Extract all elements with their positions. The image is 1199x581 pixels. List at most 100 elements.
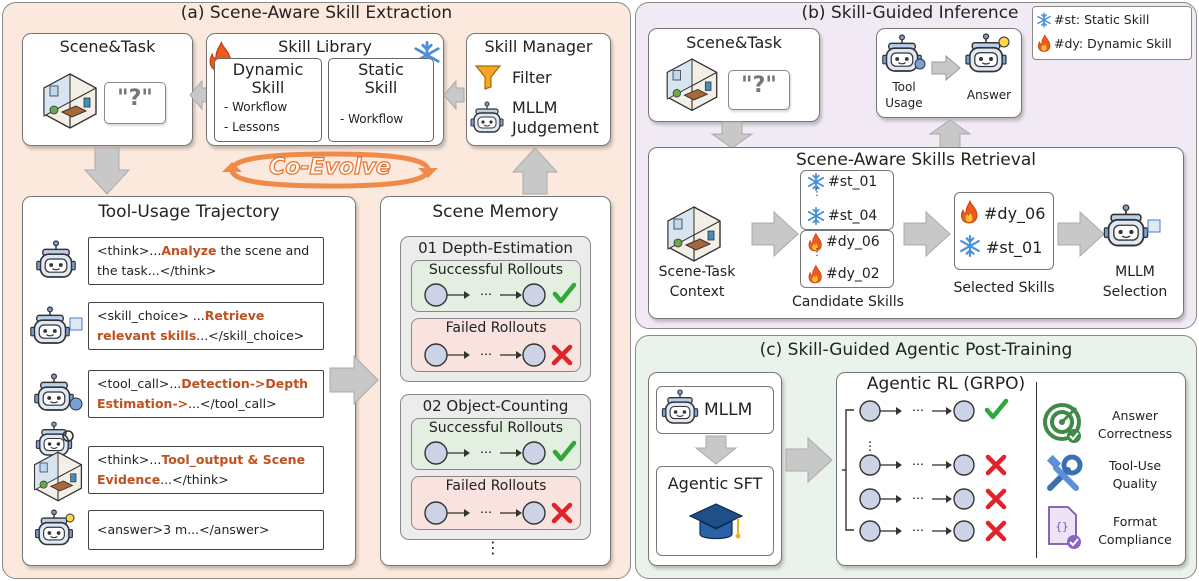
scene-task-context-label-1: Scene-Task	[658, 264, 736, 280]
rollout-chain-fail: ⋯	[424, 343, 580, 367]
memory-group-title: 01 Depth-Estimation	[418, 239, 573, 257]
inference-scene-task-title: Scene&Task	[686, 33, 782, 52]
agentic-rl-title: Agentic RL (GRPO)	[866, 374, 1026, 394]
tool-call-robot-icon	[33, 373, 83, 411]
static-skill-card	[328, 58, 434, 142]
svg-text:⋮: ⋮	[864, 439, 876, 453]
answer-label: Answer	[966, 88, 1012, 102]
question-card	[104, 82, 166, 124]
trajectory-step-evidence: <think>...Tool_output & Scene Evidence..…	[88, 446, 324, 494]
question-mark: "?"	[117, 86, 153, 111]
svg-text:{}: {}	[1055, 520, 1068, 533]
svg-text:⋯: ⋯	[480, 287, 492, 301]
rewards-divider	[1036, 382, 1037, 558]
panel-c-title: (c) Skill-Guided Agentic Post-Training	[759, 340, 1073, 360]
selected-skills-label: Selected Skills	[953, 280, 1055, 296]
trajectory-step-skill-choice: <skill_choice> ...Retrieve relevant skil…	[88, 302, 324, 350]
candidate-skill: #st_04	[828, 208, 878, 224]
arrow-down-to-retrieval	[710, 121, 754, 149]
arrow-to-mllm-selection	[1057, 210, 1105, 258]
tool-usage-robot-icon	[881, 34, 926, 72]
arrow-to-candidates	[751, 210, 799, 258]
trajectory-step-tool-call: <tool_call>...Detection->Depth Estimatio…	[88, 370, 324, 418]
tools-icon	[1046, 454, 1083, 491]
reward-label: Compliance	[1098, 532, 1172, 547]
observation-robot-icon	[35, 421, 74, 456]
legend-dynamic: #dy: Dynamic Skill	[1054, 36, 1172, 51]
trajectory-title: Tool-Usage Trajectory	[98, 202, 280, 222]
scene-memory-title: Scene Memory	[432, 202, 559, 222]
candidate-dots: ⋮	[812, 247, 822, 258]
candidate-dots: ⋮	[812, 187, 822, 198]
svg-text:⋯: ⋯	[480, 445, 492, 459]
candidate-skill: #st_01	[828, 174, 878, 190]
arrow-up-to-tool-usage	[928, 119, 972, 149]
mllm-robot-icon	[661, 389, 699, 424]
scene-context-room-icon	[667, 206, 721, 262]
legend-static: #st: Static Skill	[1054, 12, 1150, 27]
svg-text:⋯: ⋯	[480, 505, 492, 519]
successful-rollouts-label: Successful Rollouts	[428, 420, 564, 436]
candidate-skills-label: Candidate Skills	[792, 294, 904, 310]
svg-text:⋯: ⋯	[912, 403, 924, 417]
dynamic-skill-item: - Workflow	[224, 100, 288, 114]
agentic-rl-box	[836, 372, 1186, 566]
skill-library-title: Skill Library	[278, 37, 372, 56]
svg-text:⋯: ⋯	[480, 347, 492, 361]
legend-box	[1032, 6, 1192, 60]
tool-usage-label-1: Tool	[892, 80, 916, 94]
arrow-to-skill-library	[443, 79, 465, 111]
fire-icon	[808, 264, 822, 284]
successful-rollouts-label: Successful Rollouts	[428, 262, 564, 278]
rollout-group: ⋯ ⋮ ⋯ ⋯ ⋯	[842, 396, 1042, 542]
legend-snowflake-icon	[1037, 12, 1051, 28]
static-skill-item: - Workflow	[340, 112, 404, 126]
mllm-selection-robot-icon	[1103, 204, 1161, 247]
trajectory-step-think: <think>...Analyze the scene and the task…	[88, 237, 324, 285]
panel-b-title: (b) Skill-Guided Inference	[801, 3, 1019, 23]
arrow-to-agentic-rl	[785, 436, 833, 484]
co-evolve-arrows	[222, 151, 438, 189]
trajectory-step-answer: <answer>3 m...</answer>	[88, 510, 324, 550]
reward-label: Answer	[1111, 408, 1159, 423]
static-skill-title-1: Static	[358, 60, 404, 79]
room-icon	[666, 58, 718, 112]
skill-manager-title: Skill Manager	[484, 37, 593, 56]
svg-text:⋯: ⋯	[912, 457, 924, 471]
reward-label: Format	[1112, 514, 1158, 529]
filter-icon	[474, 65, 502, 90]
failed-rollouts-label: Failed Rollouts	[445, 478, 547, 494]
mllm-label: MLLM	[704, 400, 753, 420]
format-document-icon: {}	[1048, 506, 1081, 549]
answer-robot-icon	[965, 33, 1010, 73]
reward-label: Tool-Use	[1108, 458, 1162, 473]
mllm-label: MLLM	[1115, 264, 1155, 280]
mllm-label: MLLM	[512, 98, 558, 117]
question-mark: "?"	[741, 73, 777, 98]
scene-task-title: Scene&Task	[59, 37, 156, 56]
room-icon	[43, 73, 97, 129]
rollout-chain-success: ⋯	[424, 438, 580, 465]
filter-label: Filter	[512, 68, 552, 87]
question-card	[728, 70, 790, 110]
reward-label: Correctness	[1097, 426, 1173, 441]
retrieval-title: Scene-Aware Skills Retrieval	[796, 150, 1036, 170]
static-skill-title-2: Skill	[364, 78, 398, 97]
dynamic-skill-title-2: Skill	[251, 78, 285, 97]
arrow-tool-to-answer	[931, 54, 961, 82]
co-evolve-label: Co-Evolve	[269, 154, 392, 180]
thinking-robot-icon	[35, 240, 77, 278]
agentic-sft-label: Agentic SFT	[667, 474, 763, 493]
panel-a-title: (a) Scene-Aware Skill Extraction	[180, 3, 453, 23]
skill-choice-robot-icon	[29, 306, 83, 344]
mllm-judgement-robot-icon	[470, 101, 504, 133]
arrow-to-selected	[903, 210, 951, 258]
memory-group-title: 02 Object-Counting	[422, 397, 569, 415]
selection-label: Selection	[1102, 284, 1168, 300]
selected-skill: #st_01	[986, 238, 1043, 257]
more-ellipsis: ⋮	[485, 538, 501, 557]
target-icon	[1043, 403, 1081, 443]
dynamic-skill-card	[214, 58, 322, 142]
snowflake-icon	[960, 235, 980, 257]
reward-label: Quality	[1112, 476, 1158, 491]
